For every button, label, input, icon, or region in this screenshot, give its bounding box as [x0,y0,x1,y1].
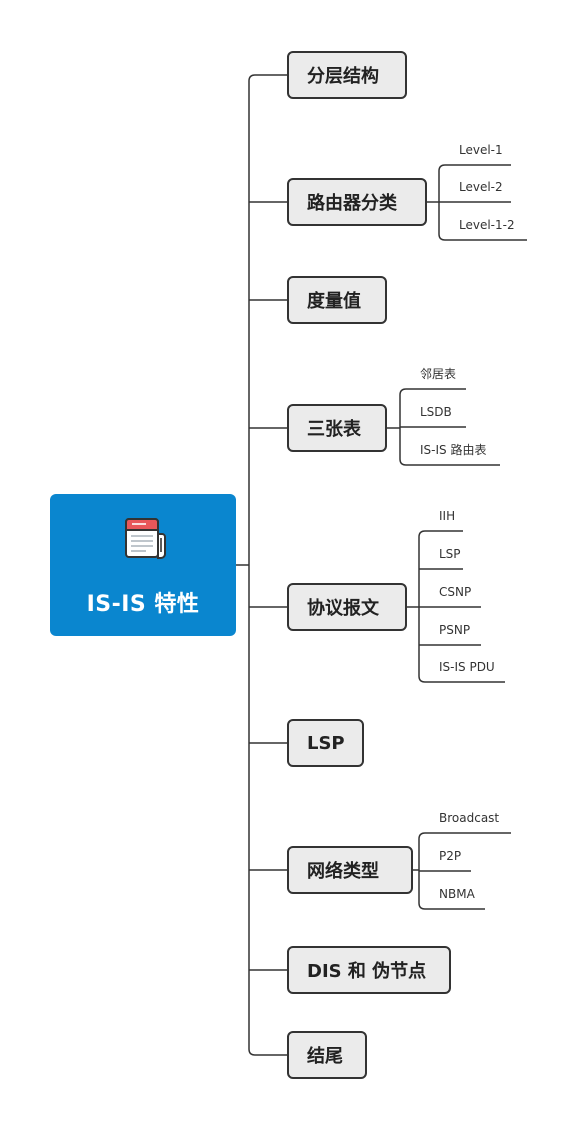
topic-label: 协议报文 [307,598,379,619]
connector-line [438,233,527,241]
root-title: IS-IS 特性 [86,592,200,617]
topic-label: 结尾 [307,1046,343,1067]
subtopic-label[interactable]: NBMA [439,887,475,901]
topic-box[interactable]: 三张表 [287,404,387,452]
topic-label: 路由器分类 [307,193,397,214]
connector-line [418,902,485,910]
topic-box[interactable]: DIS 和 伪节点 [287,946,451,994]
topic-label: DIS 和 伪节点 [307,961,427,982]
notebook-icon [125,518,166,559]
subtopic-label[interactable]: LSP [439,547,461,561]
topic-box[interactable]: 路由器分类 [287,178,427,226]
topic-box[interactable]: 分层结构 [287,51,407,99]
topic-label: 分层结构 [307,66,379,87]
topic-label: 度量值 [307,291,361,312]
topic-box[interactable]: 度量值 [287,276,387,324]
subtopic-label[interactable]: Broadcast [439,811,500,825]
subtopic-label[interactable]: PSNP [439,623,471,637]
subtopic-label[interactable]: Level-1 [459,143,503,157]
connector-line [438,164,511,172]
connector-line [418,675,505,683]
connector-line [248,1048,287,1056]
connector-line [399,458,500,466]
topic-box[interactable]: 结尾 [287,1031,367,1079]
subtopic-label[interactable]: P2P [439,849,462,863]
subtopic-label[interactable]: IIH [439,509,456,523]
topic-box[interactable]: 网络类型 [287,846,413,894]
topic-label: LSP [307,732,345,754]
connector-line [248,74,287,82]
subtopic-label[interactable]: LSDB [420,405,452,419]
connector-line [418,832,511,840]
subtopic-label[interactable]: CSNP [439,585,472,599]
subtopic-label[interactable]: 邻居表 [420,367,457,381]
subtopic-label[interactable]: Level-2 [459,180,503,194]
topic-box[interactable]: 协议报文 [287,583,407,631]
root-topic[interactable]: IS-IS 特性 [50,494,236,636]
topic-label: 网络类型 [307,861,379,882]
connector-line [399,388,466,396]
topic-box[interactable]: LSP [287,719,364,767]
topic-label: 三张表 [307,419,361,440]
connector-line [418,530,463,538]
subtopic-label[interactable]: IS-IS 路由表 [420,443,487,457]
subtopic-label[interactable]: IS-IS PDU [439,660,495,674]
subtopic-label[interactable]: Level-1-2 [459,218,515,232]
